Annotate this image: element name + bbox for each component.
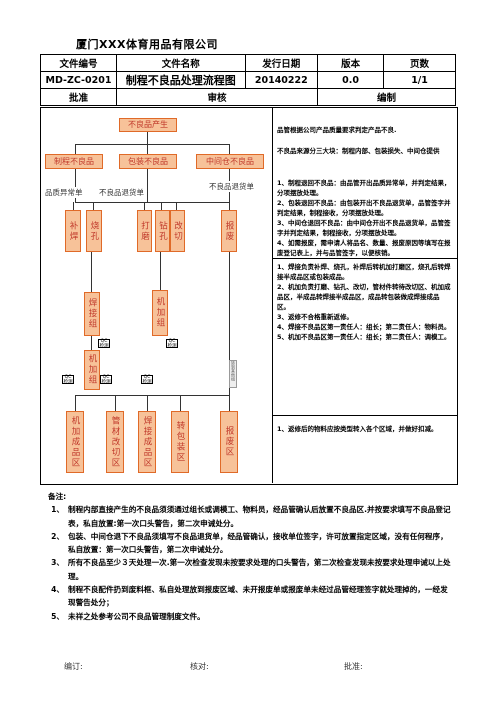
signoff-approved: 批准: (344, 662, 363, 671)
remark-item: 3、所有不良品至少３天处理一次.第一次检查发现未按要求处理的口头警告，第二次检查… (51, 558, 451, 581)
connector (75, 144, 76, 154)
connector (91, 336, 92, 350)
bottom-node-machining-finished: 机加成品区 (66, 411, 84, 473)
bottom-node-pipe-recut: 管材改切区 (106, 411, 124, 473)
connector (75, 395, 230, 396)
header-label-title: 文件名称 (115, 54, 246, 72)
connector (93, 202, 94, 210)
middle-node-machining-group: 机加组 (152, 290, 168, 336)
label-return-slip-1: 不良品退货单 (99, 187, 144, 198)
middle-node-weld-group: 焊接组 (84, 292, 100, 336)
doc-title: 制程不良品处理流程图 (115, 71, 246, 89)
note-judgment: 品管根据公司产品质量要求判定产品不良. (277, 126, 397, 134)
remark-item: 2、包装、中间仓退下不良品须填写不良品退货单，经品管确认，接收单位签字，许可放置… (51, 531, 448, 555)
signoff-reviewed: 核对: (190, 662, 209, 671)
bottom-node-scrap-area: 报废区 (220, 411, 238, 473)
page-count: 1/1 (383, 71, 456, 89)
connector (161, 202, 162, 210)
remarks-section: 备注: 1、制程内部直接产生的不良品须须通过组长或调模工、物料员，经品管确认后放… (48, 490, 452, 623)
source-detail-item: 3、中间仓退回不良品：由中间仓开出不良品退货单，品管签字并判定结果，制程接收，分… (277, 219, 451, 237)
remark-item: 4、制程不良配件扔到废料框、私自处理放到报废区域、未开报废单或报废单未经过品管经… (51, 585, 448, 608)
connector (75, 144, 230, 145)
signoff-prepared: 编订: (64, 662, 83, 671)
label-return-slip-2: 不良品退货单 (209, 181, 254, 192)
company-name: 厦门XXX体育用品有限公司 (76, 38, 218, 51)
connector (75, 202, 230, 203)
connector (75, 169, 76, 202)
header-label-date: 发行日期 (244, 54, 319, 72)
process-node-burn-hole: 烧孔 (86, 210, 102, 252)
group-duty-item: 1、焊接负责补焊、烧孔，补焊后转机加打磨区，烧孔后转焊接半成品区或包装成品。 (277, 263, 451, 281)
note-after-repair: 1、返修后的物料应按类型转入各个区域，并做好扣减。 (277, 425, 438, 433)
connector (147, 169, 148, 202)
connector (147, 144, 148, 154)
connector (180, 395, 181, 411)
group-duty-item: 4、焊接不良品区第一责任人：组长；第二责任人：物料员。 (277, 323, 451, 331)
group-duty-item: 2、机加负责打磨、钻孔、改切，管材件转待改切区、机加成品区，半成品转焊接半成品区… (277, 283, 451, 311)
remark-item: 1、制程内部直接产生的不良品须须通过组长或调模工、物料员，经品管确认后放置不良品… (51, 505, 451, 528)
source-detail-item: 4、如需报废，需申请人将品名、数量、报废原因等填写在报废登记表上，并与品管签字，… (277, 239, 451, 257)
process-node-drill: 钻孔 (155, 210, 170, 252)
label-quality-exception: 品质异常单 (45, 187, 83, 198)
bottom-node-to-packaging: 转包装区 (171, 411, 189, 473)
header-label-pages: 页数 (383, 54, 456, 72)
prepare-label: 编制 (317, 88, 456, 106)
approve-label: 批准 (40, 88, 117, 106)
connector (229, 144, 230, 154)
connector (229, 202, 230, 210)
connector (176, 202, 177, 210)
connector (115, 395, 116, 411)
review-label: 审核 (115, 88, 319, 106)
note-group-duties: 1、焊接负责补焊、烧孔，补焊后转机加打磨区，烧孔后转焊接半成品区或包装成品。 2… (277, 262, 451, 342)
header-label-version: 版本 (317, 54, 385, 72)
process-node-recut: 改切 (170, 210, 185, 252)
connector (75, 395, 76, 411)
document-header-table: 文件编号 文件名称 发行日期 版本 页数 MD-ZC-0201 制程不良品处理流… (40, 54, 456, 106)
process-node-weld-repair: 补焊 (65, 210, 81, 252)
lower-node-machining-group: 机加组 (84, 350, 100, 390)
note-sources: 不良品来源分三大块：制程内部、包装损失、中间仓提供 (277, 147, 440, 155)
frame-divider (272, 107, 273, 483)
source-detail-item: 1、制程退回不良品：由品管开出品质异常单，并判定结果，分项摆放处理。 (277, 179, 451, 197)
header-label-doc-no: 文件编号 (40, 54, 117, 72)
remarks-heading: 备注: (48, 492, 67, 501)
connector (144, 202, 145, 210)
flowchart-frame (40, 107, 458, 485)
type-node-process: 制程不良品 (45, 154, 103, 169)
right-section-divider-1 (272, 258, 457, 259)
connector (147, 132, 148, 144)
connector (147, 395, 148, 411)
process-node-grind: 打磨 (137, 210, 152, 252)
group-duty-item: 3、返修不合格重新返修。 (277, 313, 354, 321)
group-duty-item: 5、机加不良品区第一责任人：组长；第二责任人：调模工。 (277, 333, 451, 341)
issue-date: 20140222 (244, 71, 319, 89)
version: 0.0 (317, 71, 385, 89)
side-tag-other-group: 转到其他组 (229, 360, 237, 388)
note-source-details: 1、制程退回不良品：由品管开出品质异常单，并判定结果，分项摆放处理。 2、包装退… (277, 178, 451, 258)
connector (229, 252, 230, 412)
type-node-warehouse: 中间仓不良品 (196, 154, 264, 169)
type-node-package: 包装不良品 (119, 154, 177, 169)
connector (73, 202, 74, 210)
connector (160, 252, 161, 290)
right-section-divider-2 (272, 415, 457, 416)
doc-number: MD-ZC-0201 (40, 71, 117, 89)
remark-item: 5、未祥之处参考公司不良品管理制度文件。 (51, 611, 205, 621)
root-node: 不良品产生 (119, 118, 177, 132)
source-detail-item: 2、包装退回不良品：由包装开出不良品退货单，品管签字并判定结果，制程接收，分项摆… (277, 199, 451, 217)
process-node-scrap: 报废 (221, 210, 237, 252)
bottom-node-weld-finished: 焊接成品区 (138, 411, 156, 473)
connector (91, 252, 92, 292)
